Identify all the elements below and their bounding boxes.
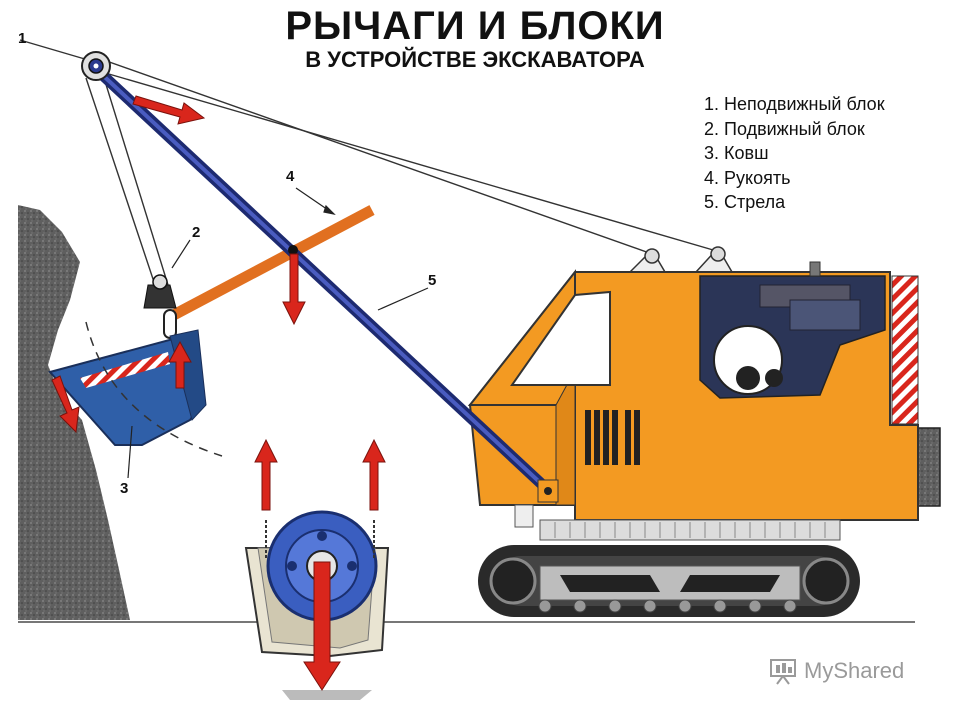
legend-item-2: 2. Подвижный блок — [704, 118, 865, 139]
title-block: РЫЧАГИ И БЛОКИ В УСТРОЙСТВЕ ЭКСКАВАТОРА — [0, 4, 960, 73]
watermark-text: MyShared — [804, 658, 905, 683]
watermark: MyShared — [768, 656, 904, 686]
callout-5: 5 — [428, 272, 437, 289]
force-arrow-pivot-down — [282, 253, 306, 326]
swing-arc — [85, 321, 223, 457]
fixed-pulley — [81, 51, 111, 81]
crawler-tracks — [478, 545, 860, 617]
force-arrow-bucket — [51, 375, 80, 434]
force-arrow-boom-top — [132, 95, 206, 125]
callout-2: 2 — [192, 224, 201, 241]
force-arrow-hook-up — [168, 340, 192, 389]
handle-arm — [165, 205, 375, 323]
callout-leaders — [127, 187, 429, 479]
legend: 1. Неподвижный блок 2. Подвижный блок 3.… — [704, 92, 885, 215]
legend-item-3: 3. Ковш — [704, 143, 769, 163]
movable-pulley — [143, 274, 177, 339]
legend-item-4: 4. Рукоять — [704, 167, 791, 188]
legend-item-1: 1. Неподвижный блок — [704, 94, 885, 114]
callout-3: 3 — [120, 480, 129, 497]
boom — [89, 62, 559, 503]
force-arrow-inset-down — [303, 561, 341, 691]
force-arrow-inset-right-up — [362, 438, 386, 511]
handle-pivot — [288, 245, 298, 255]
page-title: РЫЧАГИ И БЛОКИ — [285, 4, 665, 48]
legend-item-5: 5. Стрела — [704, 192, 786, 212]
callout-1: 1 — [18, 30, 27, 47]
force-arrow-inset-left-up — [254, 438, 278, 511]
callout-4: 4 — [286, 168, 295, 185]
excavator-body — [467, 246, 919, 541]
presentation-icon — [770, 659, 796, 685]
page-subtitle: В УСТРОЙСТВЕ ЭКСКАВАТОРА — [305, 47, 645, 72]
force-arrows — [51, 95, 386, 691]
